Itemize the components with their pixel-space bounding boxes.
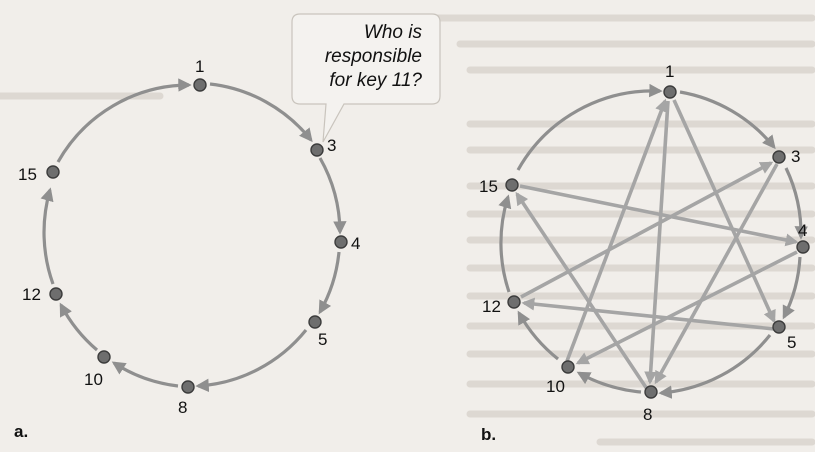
b-arrow-15-to-1 [516, 83, 663, 171]
b-node-12 [507, 295, 521, 309]
b-node-label-1: 1 [665, 62, 674, 81]
chord-1-to-8 [644, 100, 670, 385]
b-node-10 [561, 360, 575, 374]
b-node-1 [663, 85, 677, 99]
node-label-12: 12 [22, 285, 41, 304]
callout-box [291, 13, 441, 143]
b-arrow-8-to-10 [576, 371, 642, 394]
chord-8-to-15 [515, 191, 649, 390]
arrow-5-to-8 [195, 328, 308, 393]
b-arrow-3-to-4 [784, 167, 808, 240]
panel-a-label: a. [14, 422, 28, 441]
panel-a-nodes [46, 78, 348, 394]
chord-15-to-4 [519, 184, 799, 247]
arrow-10-to-12 [59, 302, 99, 352]
arrow-3-to-4 [318, 157, 347, 235]
callout-line-2: responsible [325, 46, 422, 67]
panel-a-node-labels: 1 3 4 5 8 10 12 15 [18, 57, 360, 417]
panel-b-nodes [505, 85, 810, 399]
b-node-label-5: 5 [787, 333, 796, 352]
panel-b-label: b. [481, 425, 496, 444]
b-node-3 [772, 150, 786, 164]
node-label-15: 15 [18, 165, 37, 184]
node-15 [46, 165, 60, 179]
node-8 [181, 380, 195, 394]
b-arrow-10-to-12 [517, 310, 559, 361]
chord-10-to-1 [565, 98, 668, 362]
arrow-1-to-3 [209, 82, 313, 143]
b-arrow-4-to-5 [782, 256, 802, 320]
b-node-label-10: 10 [546, 377, 565, 396]
panel-b-node-labels: 1 3 4 5 8 10 12 15 [479, 62, 807, 424]
node-label-8: 8 [178, 398, 187, 417]
b-node-label-4: 4 [798, 221, 807, 240]
panel-a: 1 3 4 5 8 10 12 15 a. [14, 57, 360, 441]
node-label-3: 3 [327, 136, 336, 155]
arrow-4-to-5 [318, 251, 341, 315]
b-node-label-8: 8 [643, 405, 652, 424]
panel-b-chord-arrows [515, 98, 799, 390]
node-label-10: 10 [84, 370, 103, 389]
chord-12-to-3 [520, 161, 774, 299]
b-node-label-3: 3 [791, 147, 800, 166]
callout-line-1: Who is [364, 22, 423, 43]
node-4 [334, 235, 348, 249]
b-node-label-12: 12 [482, 297, 501, 316]
node-label-1: 1 [195, 57, 204, 76]
chord-4-to-10 [575, 250, 798, 365]
b-arrow-12-to-15 [498, 194, 512, 293]
node-10 [97, 350, 111, 364]
callout-bubble: Who is responsible for key 11? [291, 13, 441, 143]
b-node-8 [644, 385, 658, 399]
chord-5-to-12 [521, 297, 775, 331]
arrow-8-to-10 [111, 361, 179, 388]
node-12 [49, 287, 63, 301]
b-node-15 [505, 178, 519, 192]
node-label-4: 4 [351, 234, 360, 253]
b-node-label-15: 15 [479, 177, 498, 196]
node-label-5: 5 [318, 330, 327, 349]
chord-3-to-8 [654, 163, 779, 385]
b-arrow-1-to-3 [679, 90, 776, 150]
node-5 [308, 315, 322, 329]
b-arrow-5-to-8 [658, 334, 772, 399]
panel-a-ring-arrows [40, 78, 347, 393]
arrow-15-to-1 [56, 78, 192, 163]
b-node-5 [772, 320, 786, 334]
arrow-12-to-15 [40, 187, 55, 285]
node-3 [310, 143, 324, 157]
b-node-4 [796, 240, 810, 254]
panel-b-ring-arrows [498, 83, 808, 399]
chord-1-to-5 [672, 99, 776, 324]
callout-line-3: for key 11? [329, 70, 422, 91]
panel-b: 1 3 4 5 8 10 12 15 b. [479, 62, 810, 444]
node-1 [193, 78, 207, 92]
